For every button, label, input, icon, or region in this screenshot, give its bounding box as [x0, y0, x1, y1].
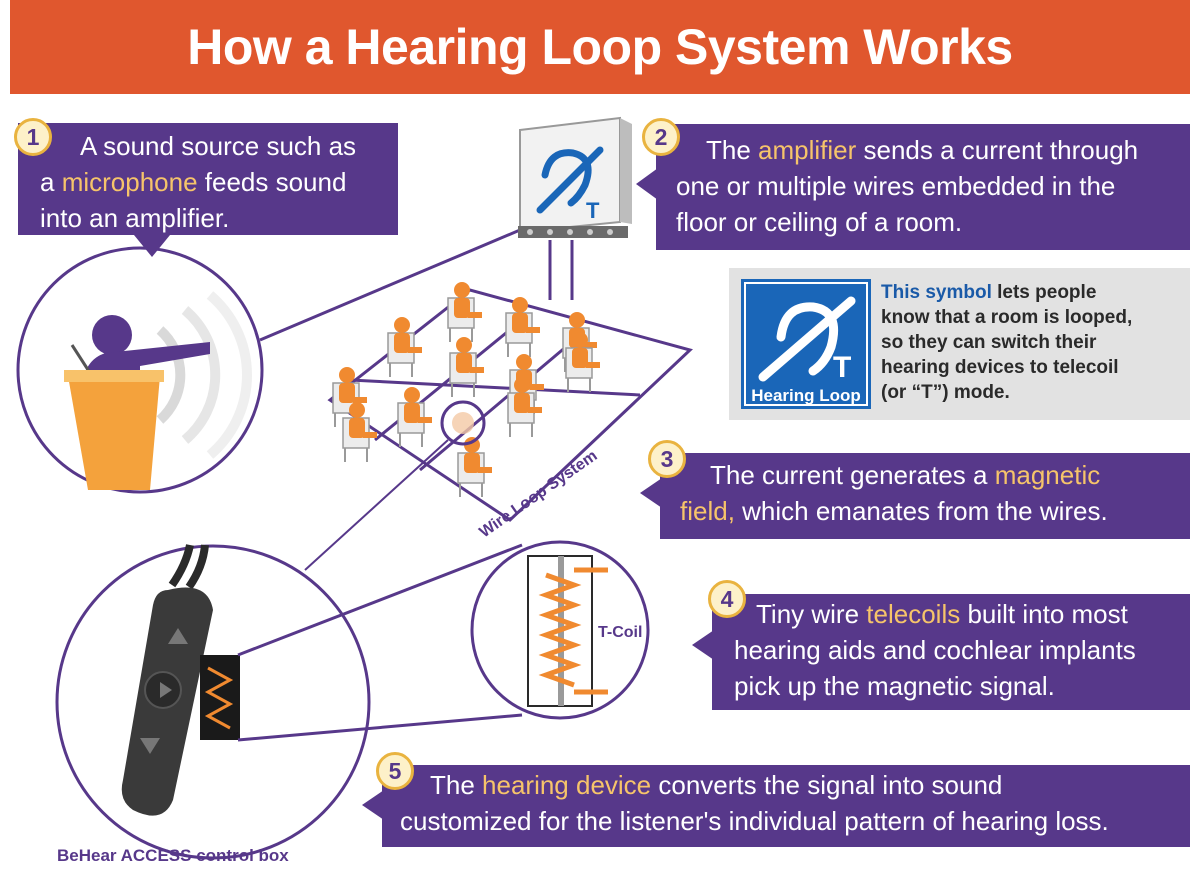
- step-1-number: 1: [14, 118, 52, 156]
- step-3-text-a: The current generates a: [710, 460, 995, 490]
- step-2-text-b: sends a current through: [856, 135, 1139, 165]
- step-3-highlight-2: field,: [680, 496, 735, 526]
- step-1-tail: [134, 235, 170, 257]
- step-2-number: 2: [642, 118, 680, 156]
- chair-icon: [397, 387, 432, 447]
- step-3-highlight-1: magnetic: [994, 460, 1101, 490]
- step-2-highlight: amplifier: [758, 135, 857, 165]
- hearing-loop-label: Hearing Loop: [751, 386, 861, 405]
- page-title: How a Hearing Loop System Works: [187, 19, 1013, 75]
- step-2-text-line2: one or multiple wires embedded in the: [676, 171, 1116, 201]
- step-1-box: A sound source such as a microphone feed…: [18, 123, 398, 235]
- symbol-t-letter: T: [833, 351, 851, 384]
- symbol-description: This symbol lets people know that a room…: [881, 280, 1181, 405]
- step-4-tail: [692, 630, 714, 660]
- chair-icon: [449, 337, 484, 397]
- symbol-panel: T Hearing Loop This symbol lets people k…: [729, 268, 1190, 420]
- amplifier-wires: [259, 228, 574, 342]
- step-2-text-line3: floor or ceiling of a room.: [676, 207, 963, 237]
- step-1-text-c: feeds sound: [197, 167, 347, 197]
- step-5-text-a: The: [430, 770, 483, 800]
- step-5-text-line2: customized for the listener's individual…: [400, 806, 1109, 836]
- chair-icon: [565, 332, 600, 392]
- tcoil-connectors: [237, 543, 523, 742]
- step-5-number: 5: [376, 752, 414, 790]
- chair-icon: [507, 377, 542, 437]
- ear-telecoil-icon: [536, 146, 604, 214]
- chair-icon: [447, 282, 482, 342]
- focus-ring: [440, 400, 486, 446]
- step-5-highlight: hearing device: [482, 770, 652, 800]
- hearing-loop-symbol-icon: T Hearing Loop: [741, 279, 871, 409]
- control-box-icon: [55, 544, 371, 860]
- chairs: [332, 282, 600, 497]
- chair-icon: [342, 402, 377, 462]
- tcoil-label: T-Coil: [598, 624, 642, 641]
- telecoil-icon: T-Coil: [470, 540, 650, 720]
- step-3-number: 3: [648, 440, 686, 478]
- step-2-tail: [636, 168, 658, 200]
- step-3-text-b: which emanates from the wires.: [734, 496, 1108, 526]
- symbol-highlight: This symbol: [881, 282, 992, 303]
- step-4-text-b: built into most: [960, 599, 1128, 629]
- step-2-text-a: The: [706, 135, 759, 165]
- step-4-number: 4: [708, 580, 746, 618]
- amplifier-box: T: [518, 116, 632, 238]
- amplifier-t-letter: T: [586, 198, 600, 223]
- chair-icon: [457, 437, 492, 497]
- step-5-tail: [362, 790, 384, 820]
- step-5-text-b: converts the signal into sound: [651, 770, 1003, 800]
- symbol-line5: (or “T”) mode.: [881, 382, 1010, 403]
- chair-icon: [387, 317, 422, 377]
- symbol-line2: know that a room is looped,: [881, 307, 1133, 328]
- step-4-text-line2: hearing aids and cochlear implants: [734, 635, 1136, 665]
- symbol-line1: lets people: [991, 282, 1097, 303]
- step-5-box: The hearing device converts the signal i…: [382, 765, 1190, 847]
- step-3-box: The current generates a magnetic field, …: [660, 453, 1190, 539]
- step-1-text-a: a: [40, 167, 62, 197]
- device-caption: BeHear ACCESS control box: [57, 846, 289, 865]
- step-4-highlight: telecoils: [866, 599, 961, 629]
- step-3-tail: [640, 478, 662, 508]
- chair-icon: [505, 297, 540, 357]
- step-1-highlight: microphone: [61, 167, 198, 197]
- step-4-text-line3: pick up the magnetic signal.: [734, 671, 1055, 701]
- wire-loop-label: Wire Loop System: [477, 447, 601, 541]
- step-4-box: Tiny wire telecoils built into most hear…: [712, 594, 1190, 710]
- podium-speaker-icon: [16, 246, 264, 494]
- wire-loop-floor: [327, 288, 693, 522]
- symbol-line3: so they can switch their: [881, 332, 1097, 353]
- step-1-text-line3: into an amplifier.: [40, 203, 230, 233]
- step-1-text-line1: A sound source such as: [80, 131, 357, 161]
- title-banner: How a Hearing Loop System Works: [10, 0, 1190, 94]
- symbol-line4: hearing devices to telecoil: [881, 357, 1119, 378]
- step-4-text-a: Tiny wire: [756, 599, 867, 629]
- step-2-box: The amplifier sends a current through on…: [656, 124, 1190, 250]
